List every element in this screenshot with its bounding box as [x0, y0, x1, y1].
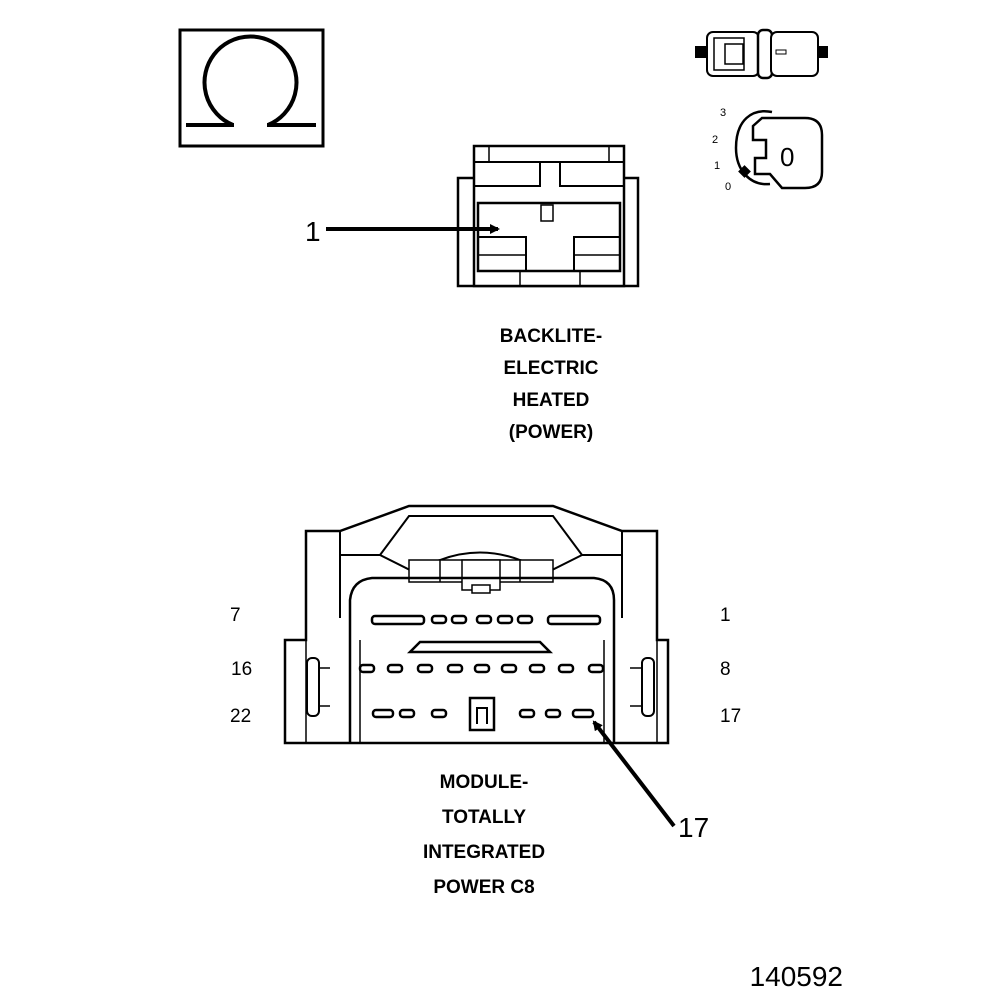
module-caption-line: MODULE-: [440, 772, 529, 793]
pin-label-8: 8: [720, 659, 731, 680]
module-caption-line: TOTALLY: [442, 807, 526, 828]
ohm-symbol-icon: [178, 28, 325, 148]
pin-label-1: 1: [720, 605, 731, 626]
backlite-caption: BACKLITE- ELECTRIC HEATED (POWER): [500, 326, 602, 443]
backlite-caption-line: ELECTRIC: [504, 358, 599, 379]
ignition-position-2: 2: [712, 134, 718, 146]
ignition-key-label: 0: [780, 142, 794, 172]
pin-label-7: 7: [230, 605, 241, 626]
backlite-connector: [456, 144, 640, 288]
backlite-pin-callout: 1: [305, 216, 500, 247]
ignition-key-icon: 3 2 1 0 0: [712, 107, 824, 193]
fuse-icon: [695, 28, 828, 80]
figure-number: 140592: [750, 961, 843, 992]
module-callout-number: 17: [678, 812, 709, 843]
module-caption: MODULE- TOTALLY INTEGRATED POWER C8: [423, 772, 545, 898]
module-pin-labels: 7 1 16 8 22 17: [230, 605, 741, 727]
backlite-caption-line: HEATED: [513, 390, 590, 411]
backlite-caption-line: (POWER): [509, 422, 593, 443]
module-caption-line: POWER C8: [433, 877, 534, 898]
ignition-position-1: 1: [714, 160, 720, 172]
pin-label-22: 22: [230, 706, 251, 727]
backlite-caption-line: BACKLITE-: [500, 326, 602, 347]
pin-label-16: 16: [231, 659, 252, 680]
module-pin-callout: 17: [592, 720, 709, 843]
backlite-callout-number: 1: [305, 216, 321, 247]
pin-label-17: 17: [720, 706, 741, 727]
ignition-position-3: 3: [720, 107, 726, 119]
ignition-position-0: 0: [725, 181, 731, 193]
module-connector: [283, 504, 670, 745]
module-caption-line: INTEGRATED: [423, 842, 545, 863]
